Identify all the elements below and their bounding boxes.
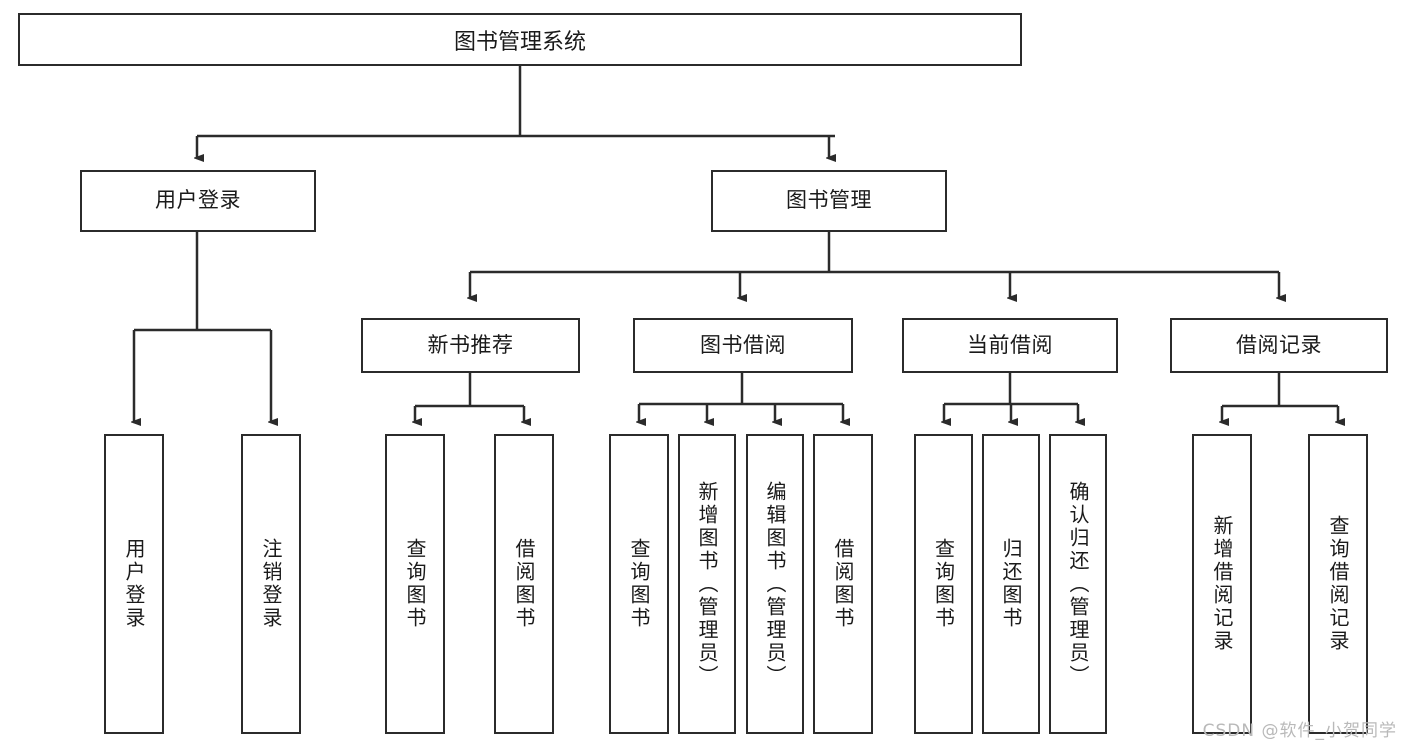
node-label: 当前借阅 bbox=[967, 332, 1053, 357]
node-book-borrow[interactable]: 图书借阅 bbox=[633, 318, 853, 373]
watermark-text: CSDN @软件_小贺同学 bbox=[1202, 721, 1397, 741]
leaf-confirm-return[interactable]: 确认归还（管理员） bbox=[1049, 434, 1107, 734]
leaf-return-book[interactable]: 归还图书 bbox=[982, 434, 1040, 734]
node-label: 新书推荐 bbox=[427, 332, 514, 357]
leaf-user-login[interactable]: 用户登录 bbox=[104, 434, 164, 734]
node-label: 图书借阅 bbox=[700, 332, 786, 357]
node-borrow-record[interactable]: 借阅记录 bbox=[1170, 318, 1388, 373]
node-label: 归还图书 bbox=[999, 538, 1023, 630]
leaf-query-book-current[interactable]: 查询图书 bbox=[914, 434, 973, 734]
leaf-query-book-borrow[interactable]: 查询图书 bbox=[609, 434, 669, 734]
node-book-management[interactable]: 图书管理 bbox=[711, 170, 947, 232]
node-label: 确认归还（管理员） bbox=[1066, 480, 1090, 688]
node-label: 查询借阅记录 bbox=[1326, 515, 1350, 653]
node-new-book-recommend[interactable]: 新书推荐 bbox=[361, 318, 580, 373]
leaf-edit-book[interactable]: 编辑图书（管理员） bbox=[746, 434, 804, 734]
node-label: 编辑图书（管理员） bbox=[763, 480, 787, 688]
node-label: 查询图书 bbox=[627, 538, 651, 630]
node-label: 借阅图书 bbox=[512, 538, 536, 630]
leaf-add-borrow-record[interactable]: 新增借阅记录 bbox=[1192, 434, 1252, 734]
node-label: 借阅图书 bbox=[831, 538, 855, 630]
node-label: 用户登录 bbox=[122, 538, 146, 630]
node-label: 查询图书 bbox=[403, 538, 427, 630]
node-label: 新增图书（管理员） bbox=[695, 480, 719, 688]
leaf-borrow-book-recommend[interactable]: 借阅图书 bbox=[494, 434, 554, 734]
node-current-borrow[interactable]: 当前借阅 bbox=[902, 318, 1118, 373]
node-label: 查询图书 bbox=[931, 538, 956, 630]
node-label: 图书管理系统 bbox=[453, 29, 586, 55]
node-label: 借阅记录 bbox=[1236, 332, 1322, 357]
node-root-system[interactable]: 图书管理系统 bbox=[18, 13, 1022, 66]
leaf-logout-login[interactable]: 注销登录 bbox=[241, 434, 301, 734]
node-label: 图书管理 bbox=[786, 188, 872, 213]
leaf-query-borrow-record[interactable]: 查询借阅记录 bbox=[1308, 434, 1368, 734]
node-label: 注销登录 bbox=[259, 538, 283, 630]
leaf-add-book[interactable]: 新增图书（管理员） bbox=[678, 434, 736, 734]
leaf-borrow-book[interactable]: 借阅图书 bbox=[813, 434, 873, 734]
node-user-login[interactable]: 用户登录 bbox=[80, 170, 316, 232]
node-label: 用户登录 bbox=[155, 188, 241, 213]
leaf-query-book-recommend[interactable]: 查询图书 bbox=[385, 434, 445, 734]
node-label: 新增借阅记录 bbox=[1210, 515, 1234, 653]
